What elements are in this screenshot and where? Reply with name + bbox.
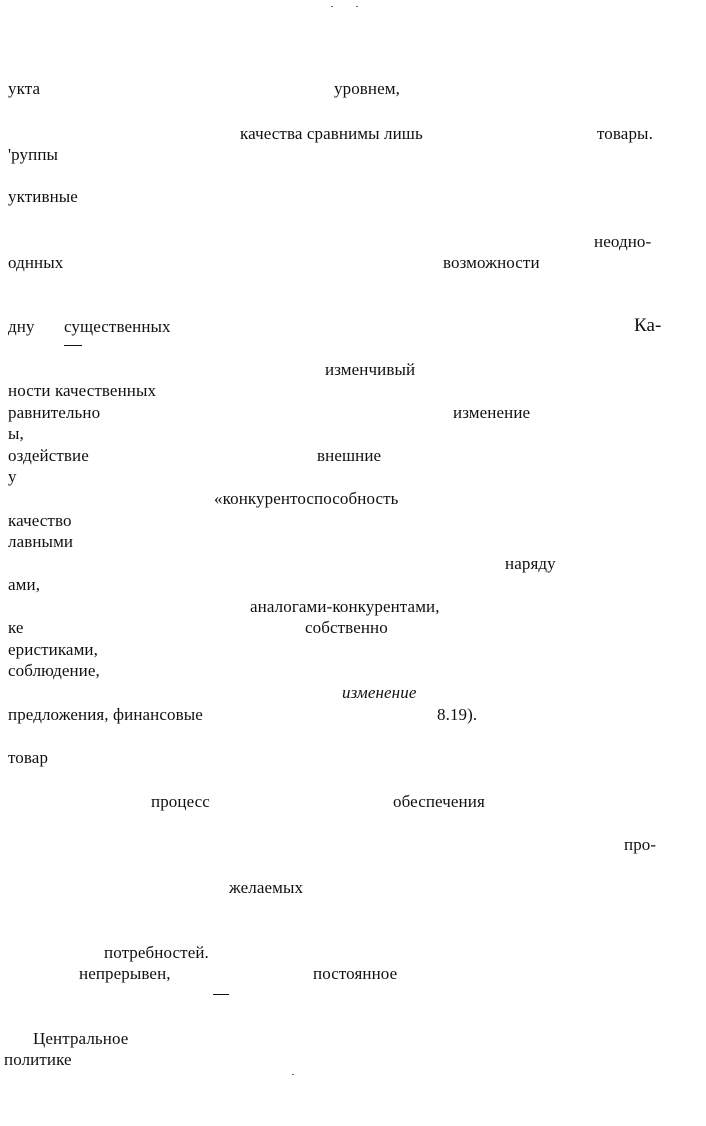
text-fragment: оздействие xyxy=(8,446,89,465)
text-fragment: процесс xyxy=(151,792,210,811)
text-fragment: изменение xyxy=(453,403,531,422)
text-fragment: предложения, финансовые xyxy=(8,705,203,724)
text-fragment: уктивные xyxy=(8,187,78,206)
text-fragment: ами, xyxy=(8,575,41,594)
text-fragment: лавными xyxy=(8,532,74,551)
text-fragment: изменение xyxy=(342,683,417,702)
text-fragment: наряду xyxy=(505,554,556,573)
text-fragment: 'руппы xyxy=(8,145,59,164)
text-fragment: товары. xyxy=(597,124,653,143)
text-fragment: про- xyxy=(624,835,657,854)
text-fragment: политике xyxy=(4,1050,72,1069)
text-fragment: ке xyxy=(8,618,24,637)
text-fragment: внешние xyxy=(317,446,382,465)
text-fragment: изменчивый xyxy=(325,360,416,379)
text-fragment: аналогами-конкурентами, xyxy=(250,597,440,616)
scan-speck xyxy=(331,6,333,7)
text-fragment: обеспечения xyxy=(393,792,485,811)
text-fragment: качества сравнимы лишь xyxy=(240,124,423,143)
em-dash xyxy=(213,994,229,995)
text-fragment: товар xyxy=(8,748,49,767)
text-fragment: равнительно xyxy=(8,403,101,422)
text-fragment: дну xyxy=(8,317,35,336)
text-fragment: укта xyxy=(8,79,41,98)
text-fragment: у xyxy=(8,467,17,486)
text-fragment: однных xyxy=(8,253,64,272)
text-fragment: неодно- xyxy=(594,232,652,251)
text-fragment: ы, xyxy=(8,424,24,443)
scan-speck xyxy=(292,1074,294,1075)
text-fragment: «конкурентоспособность xyxy=(214,489,399,508)
text-fragment: соблюдение, xyxy=(8,661,100,680)
text-fragment: Ка- xyxy=(634,315,662,336)
scan-speck xyxy=(356,6,358,7)
text-fragment: возможности xyxy=(443,253,540,272)
em-dash xyxy=(64,345,82,346)
text-fragment: потребностей. xyxy=(104,943,209,962)
text-fragment: непрерывен, xyxy=(79,964,171,983)
text-fragment: постоянное xyxy=(313,964,398,983)
text-fragment: уровнем, xyxy=(334,79,400,98)
text-fragment: желаемых xyxy=(229,878,304,897)
text-fragment: 8.19). xyxy=(437,705,478,724)
text-fragment: ности качественных xyxy=(8,381,157,400)
text-fragment: еристиками, xyxy=(8,640,98,659)
text-fragment: Центральное xyxy=(33,1029,129,1048)
text-fragment: собственно xyxy=(305,618,388,637)
text-fragment: качество xyxy=(8,511,72,530)
text-fragment: существенных xyxy=(64,317,171,336)
